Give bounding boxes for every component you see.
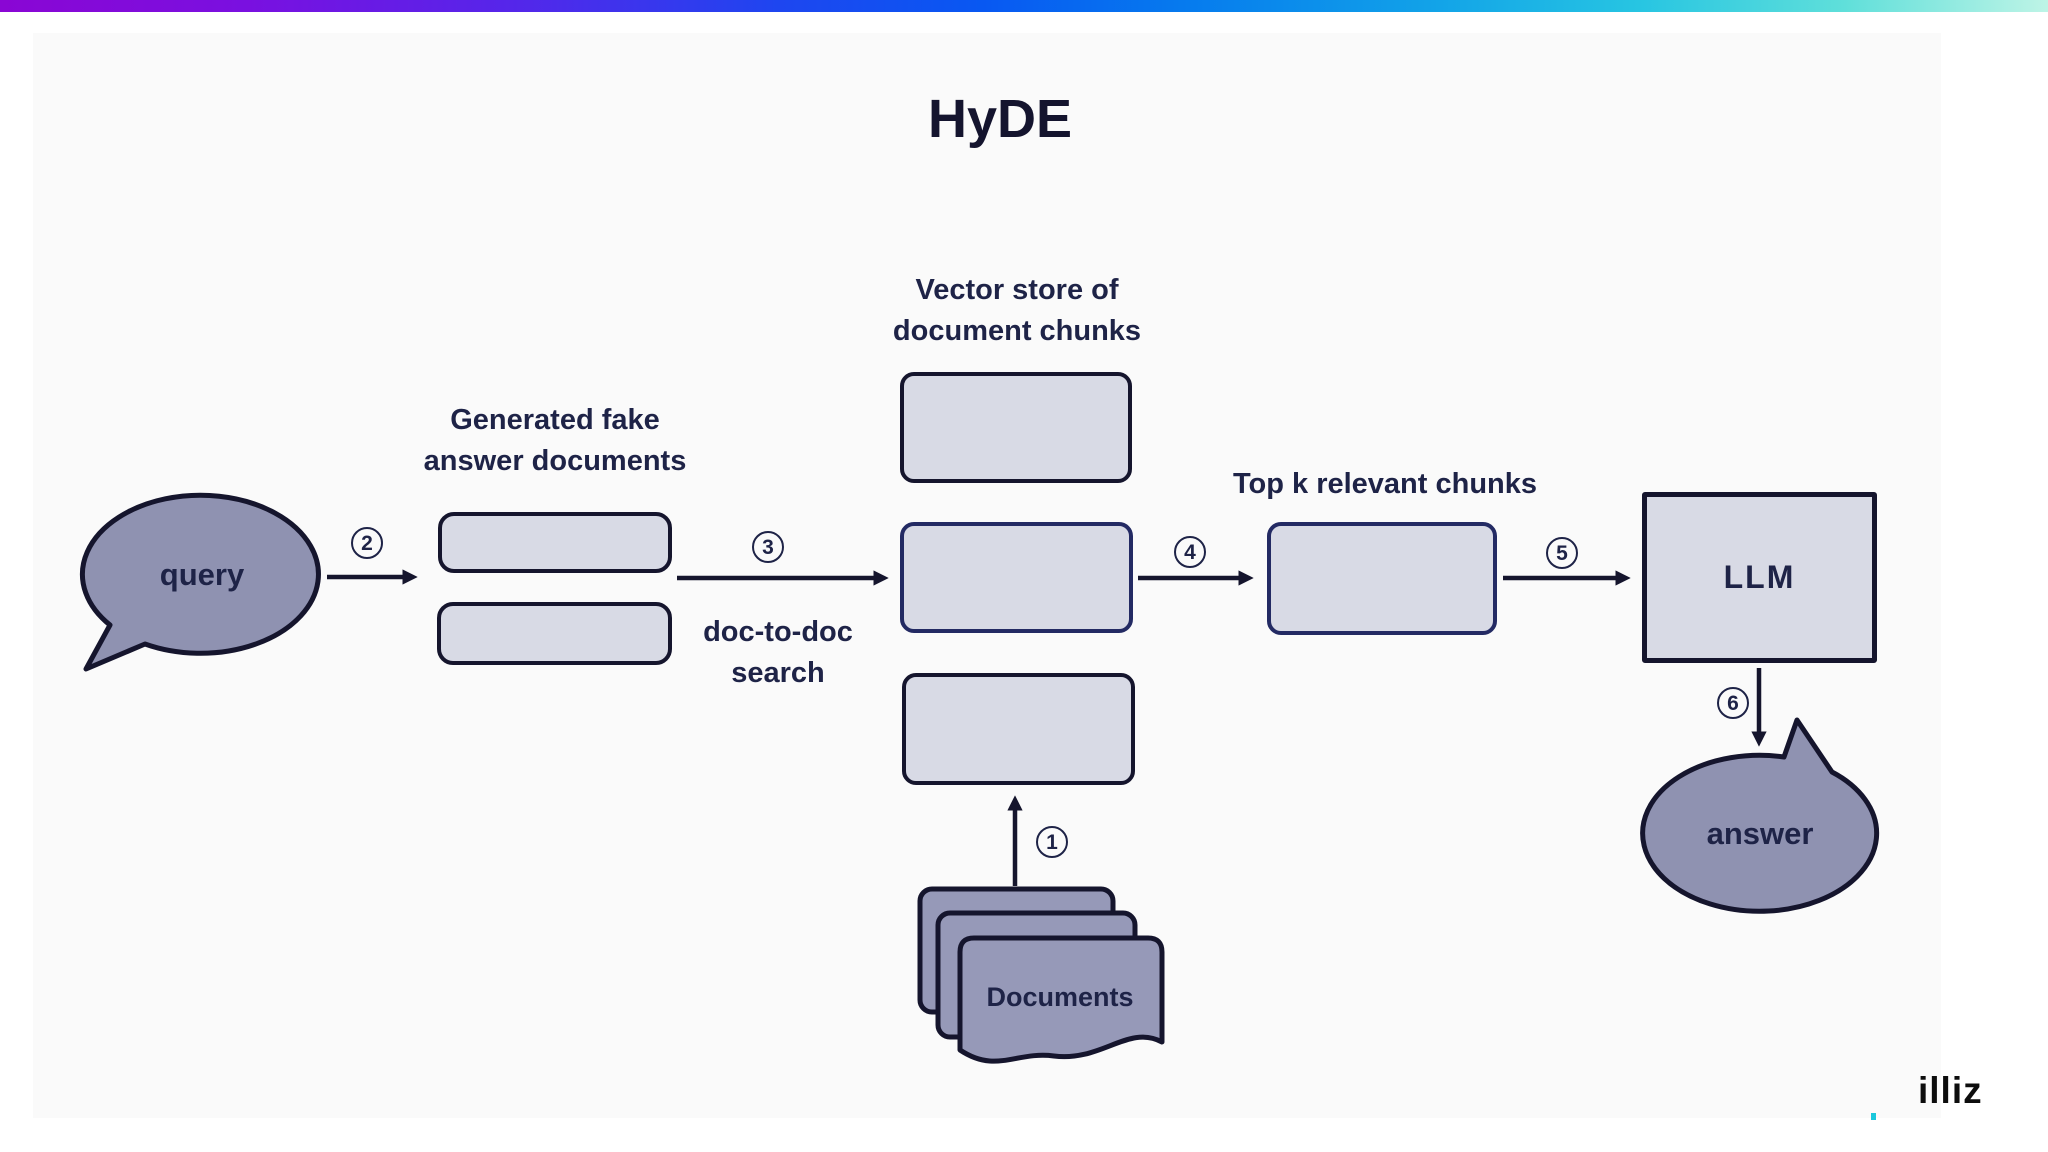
doc-to-doc-caption-line2: search	[731, 657, 825, 689]
doc-to-doc-caption: doc-to-doc search	[658, 612, 898, 694]
documents-label: Documents	[986, 982, 1134, 1012]
doc-to-doc-caption-line1: doc-to-doc	[703, 616, 853, 648]
vector-store-chunk-middle	[900, 522, 1133, 633]
answer-label: answer	[1706, 816, 1814, 851]
query-label: query	[159, 557, 245, 592]
watermark-accent-dot	[1871, 1113, 1876, 1120]
vector-store-caption: Vector store of document chunks	[867, 270, 1167, 352]
watermark-logo-text: illiz	[1918, 1070, 1983, 1111]
generated-fake-caption: Generated fake answer documents	[405, 400, 705, 482]
answer-bubble-shape	[1640, 717, 1880, 914]
fake-answer-doc-box-1	[438, 512, 672, 573]
top-k-chunks-box	[1267, 522, 1497, 635]
step-badge-4: 4	[1174, 536, 1206, 568]
llm-label: LLM	[1723, 559, 1796, 595]
top-k-caption: Top k relevant chunks	[1232, 468, 1538, 500]
header-gradient-bar	[0, 0, 2048, 12]
generated-fake-caption-line2: answer documents	[423, 445, 687, 477]
step-badge-2: 2	[351, 527, 383, 559]
vector-store-chunk-top	[900, 372, 1132, 483]
page-title: HyDE	[927, 89, 1073, 149]
step-badge-1: 1	[1036, 826, 1068, 858]
fake-answer-doc-box-2	[437, 602, 672, 665]
step-badge-5: 5	[1546, 537, 1578, 569]
query-bubble-shape	[79, 492, 321, 672]
vector-store-caption-line1: Vector store of	[915, 274, 1119, 306]
document-front-shape	[957, 935, 1165, 1064]
vector-store-caption-line2: document chunks	[892, 315, 1142, 347]
llm-box: LLM	[1642, 492, 1877, 663]
step-badge-6: 6	[1717, 687, 1749, 719]
vector-store-chunk-bottom	[902, 673, 1135, 785]
step-badge-3: 3	[752, 531, 784, 563]
generated-fake-caption-line1: Generated fake	[450, 404, 660, 436]
